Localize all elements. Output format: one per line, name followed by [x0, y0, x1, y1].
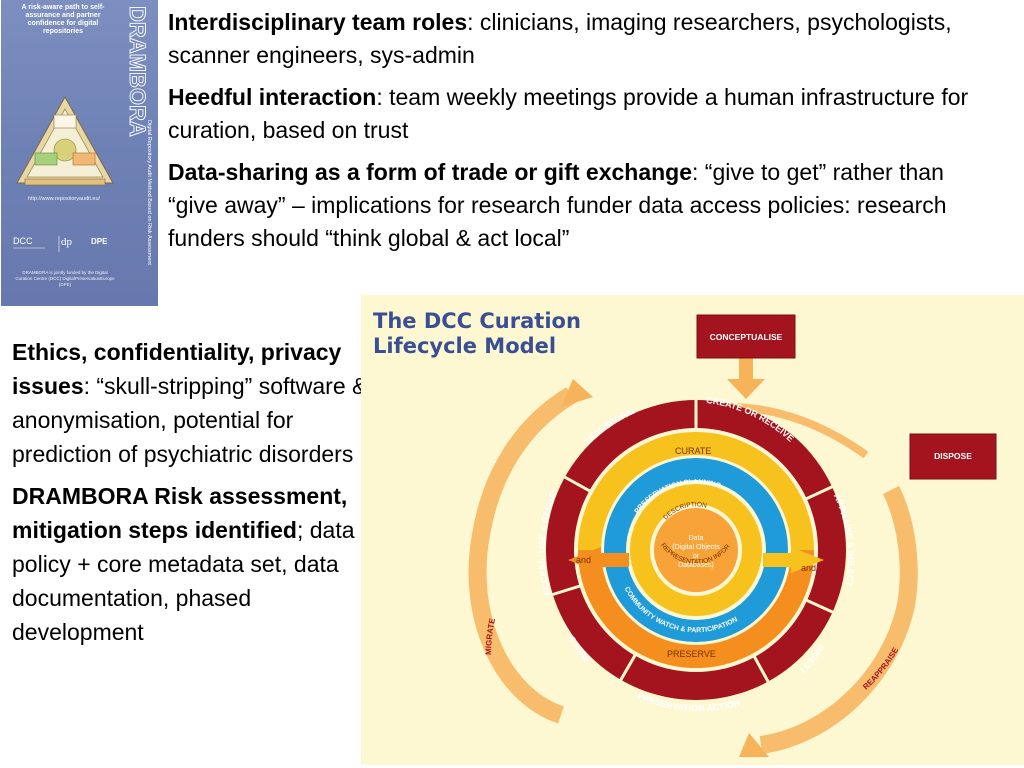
and-arrow-left: [568, 547, 601, 573]
dcc-lifecycle-diagram: The DCC Curation Lifecycle Model: [361, 295, 1024, 765]
core-line-2: (Digital Objects: [672, 544, 720, 551]
and-arrow-left-stem: [599, 553, 629, 567]
conceptualise-arrowhead: [727, 379, 765, 399]
and-arrow-right: [791, 547, 824, 573]
data-sharing-heading: Data-sharing as a form of trade or gift …: [168, 159, 693, 185]
dispose-box: [909, 433, 997, 480]
diagram-title: The DCC Curation Lifecycle Model: [373, 309, 581, 359]
reappraise-arrowhead: [739, 733, 769, 757]
diagram-title-line-2: Lifecycle Model: [373, 334, 557, 358]
conceptualise-arrow-stem: [739, 358, 753, 380]
drambora-risk-text: ; data policy + core metadata set, data …: [12, 517, 355, 645]
heedful-interaction-text: : team weekly meetings provide a human i…: [168, 84, 969, 143]
team-roles-heading: Interdisciplinary team roles: [168, 9, 468, 35]
and-label-right: and: [801, 563, 816, 573]
data-core: [654, 508, 738, 592]
left-text-block: Ethics, confidentiality, privacy issues:…: [12, 335, 372, 657]
cover-brand-text: DRAMBORA: [125, 6, 150, 137]
ring-label-preserve: PRESERVE: [667, 649, 716, 659]
reappraise-arrow: [759, 485, 918, 754]
and-label-left: and: [576, 555, 591, 565]
cover-subtitle: A risk-aware path to self-assurance and …: [21, 4, 105, 36]
heedful-interaction-heading: Heedful interaction: [168, 84, 377, 110]
team-roles-text: : clinicians, imaging researchers, psych…: [168, 9, 952, 68]
cover-brand-vertical: DRAMBORA Digital Repository Audit Method…: [125, 6, 152, 266]
left-paragraph-2: DRAMBORA Risk assessment, mitigation ste…: [12, 479, 372, 649]
diagram-title-line-1: The DCC Curation: [373, 309, 581, 333]
left-paragraph-1: Ethics, confidentiality, privacy issues:…: [12, 335, 372, 471]
core-line-3: or: [693, 553, 700, 560]
cover-spine-text: Digital Repository Audit Method Based on…: [146, 120, 152, 265]
core-line-4: Databases): [678, 562, 714, 569]
migrate-arrow: [468, 387, 576, 724]
cover-triangle-graphic: [16, 95, 114, 186]
dp-logo-icon: dp: [58, 236, 73, 252]
top-paragraph-3: Data-sharing as a form of trade or gift …: [168, 156, 998, 255]
logo-text-dp: dp: [61, 236, 73, 248]
migrate-arrowhead: [561, 379, 593, 407]
cover-logos: DCC dp DPE: [13, 236, 108, 252]
dcc-logo-icon: DCC: [13, 236, 45, 249]
conceptualise-box: [696, 314, 796, 359]
cover-funding-text: DRAMBORA is jointly funded by the Digita…: [15, 270, 115, 287]
dpe-logo-icon: DPE: [91, 237, 108, 246]
top-paragraph-1: Interdisciplinary team roles: clinicians…: [168, 6, 998, 72]
logo-text-dcc: DCC: [13, 236, 33, 246]
drambora-risk-heading: DRAMBORA Risk assessment, mitigation ste…: [12, 483, 348, 543]
data-sharing-text: : “give to get” rather than “give away” …: [168, 159, 947, 251]
drambora-cover-image: A risk-aware path to self-assurance and …: [1, 0, 158, 306]
ethics-text: : “skull-stripping” software & anonymisa…: [12, 373, 368, 467]
conceptualise-label: CONCEPTUALISE: [710, 332, 783, 342]
dispose-label: DISPOSE: [934, 451, 972, 461]
and-arrow-right-stem: [763, 553, 793, 567]
ethics-heading: Ethics, confidentiality, privacy issues: [12, 339, 342, 399]
top-text-block: Interdisciplinary team roles: clinicians…: [168, 6, 998, 264]
top-paragraph-2: Heedful interaction: team weekly meeting…: [168, 81, 998, 147]
core-line-1: Data: [689, 535, 704, 542]
lifecycle-svg: and and TRANSFORM CREATE OR RECEIVE APPR…: [361, 295, 997, 757]
cover-url: http://www.repositoryaudit.eu/: [27, 196, 101, 202]
logo-text-dpe: DPE: [91, 237, 108, 246]
ring-label-curate: CURATE: [675, 446, 711, 456]
